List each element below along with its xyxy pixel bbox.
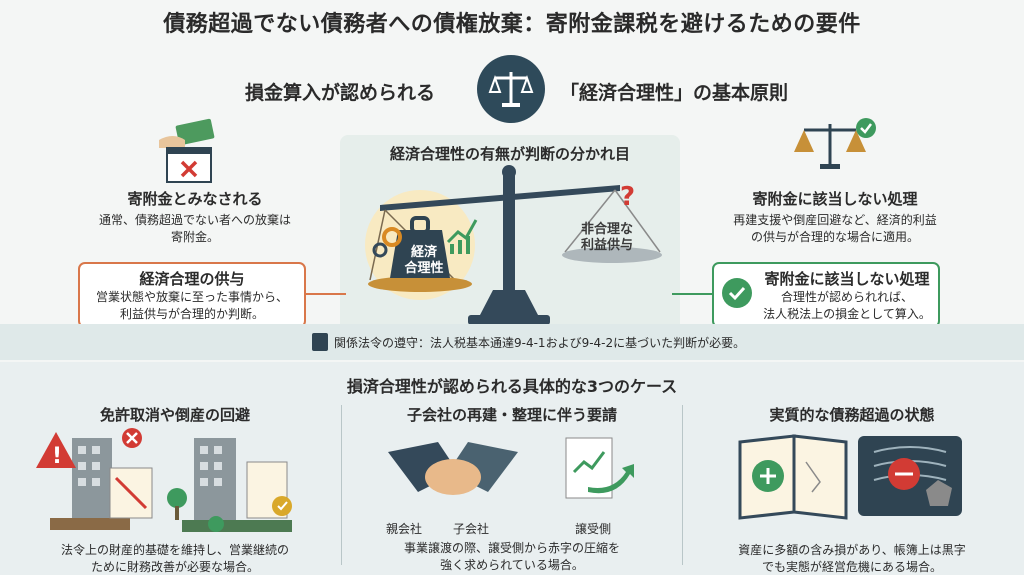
center-title: 経済合理性の有無が判断の分かれ目 <box>389 145 630 163</box>
question-icon: ? <box>620 182 635 212</box>
balance-scale-illustration: ? <box>365 165 662 325</box>
regulation-band <box>0 324 1024 360</box>
gear-icon-small <box>372 242 388 258</box>
light-weight-label: 非合理な 利益供与 <box>580 222 633 254</box>
case3-text: 資産に多額の含み損があり、帳簿上は黒字 でも実態が経営危機にある場合。 <box>738 543 966 575</box>
right-heading: 寄附金に該当しない処理 <box>752 190 918 208</box>
case1-heading: 免許取消や倒産の回避 <box>99 406 250 424</box>
label-parent: 親会社 <box>386 522 423 536</box>
check-circle-icon <box>722 278 752 308</box>
right-box-text: 合理性が認められれば、 法人税法上の損金として算入。 <box>763 290 931 322</box>
case3-heading: 実質的な債務超過の状態 <box>769 406 935 424</box>
left-text: 通常、債務超過でない者への放棄は 寄附金。 <box>98 213 291 245</box>
svg-text:!: ! <box>52 444 62 469</box>
beam <box>380 185 620 211</box>
warning-icon <box>36 432 76 468</box>
seal-icon <box>272 496 292 516</box>
label-transferee: 譲受側 <box>575 522 612 536</box>
right-text: 再建支援や倒産回避など、経済的利益 の供与が合理的な場合に適用。 <box>733 213 937 245</box>
left-heading: 寄附金とみなされる <box>127 190 263 208</box>
left-box-text: 営業状態や放棄に至った事情から、 利益供与が合理的か判断。 <box>95 290 288 322</box>
rational-benefit-box <box>78 262 306 328</box>
heavy-weight <box>390 230 450 278</box>
right-box-heading: 寄附金に該当しない処理 <box>764 270 930 288</box>
case1-text: 法令上の財産的基礎を維持し、営業継続の ために財務改善が必要な場合。 <box>60 543 289 575</box>
donation-box-icon <box>159 118 215 183</box>
growth-chart-icon <box>446 219 478 244</box>
scale-check-icon <box>794 118 876 169</box>
gear-icon <box>382 227 402 247</box>
connector-left <box>306 293 346 295</box>
arrow-icon <box>588 464 634 494</box>
left-pan <box>368 276 472 292</box>
case2-illustration <box>388 437 634 499</box>
subtitle-right: 「経済合理性」の基本原則 <box>560 82 789 104</box>
case2-heading: 子会社の再建・整理に伴う要請 <box>406 406 617 424</box>
divider <box>682 405 683 565</box>
pillar <box>503 172 515 302</box>
scale-icon <box>477 55 545 123</box>
book-icon <box>312 333 328 351</box>
tree-icon <box>167 488 187 508</box>
heavy-weight-label: 経済 合理性 <box>404 245 444 277</box>
page-title: 債務超過でない債務者への債権放棄：寄附金課税を避けるための要件 <box>163 12 861 37</box>
regulation-text: 関係法令の遵守：法人税基本通達9-4-1および9-4-2に基づいた判断が必要。 <box>334 336 746 350</box>
left-box-heading: 経済合理の供与 <box>139 270 245 288</box>
base <box>480 290 538 315</box>
label-subsidiary: 子会社 <box>453 522 490 536</box>
cases-section <box>0 362 1024 575</box>
case2-text: 事業譲渡の際、譲受側から赤字の圧縮を 強く求められている場合。 <box>403 541 620 573</box>
right-pan <box>562 247 662 263</box>
connector-right <box>672 293 712 295</box>
divider <box>341 405 342 565</box>
subtitle-left: 損金算入が認められる <box>245 82 436 104</box>
case1-illustration: ! <box>36 428 292 532</box>
cases-title: 損済合理性が認められる具体的な3つのケース <box>346 377 678 396</box>
case3-illustration <box>738 434 962 520</box>
